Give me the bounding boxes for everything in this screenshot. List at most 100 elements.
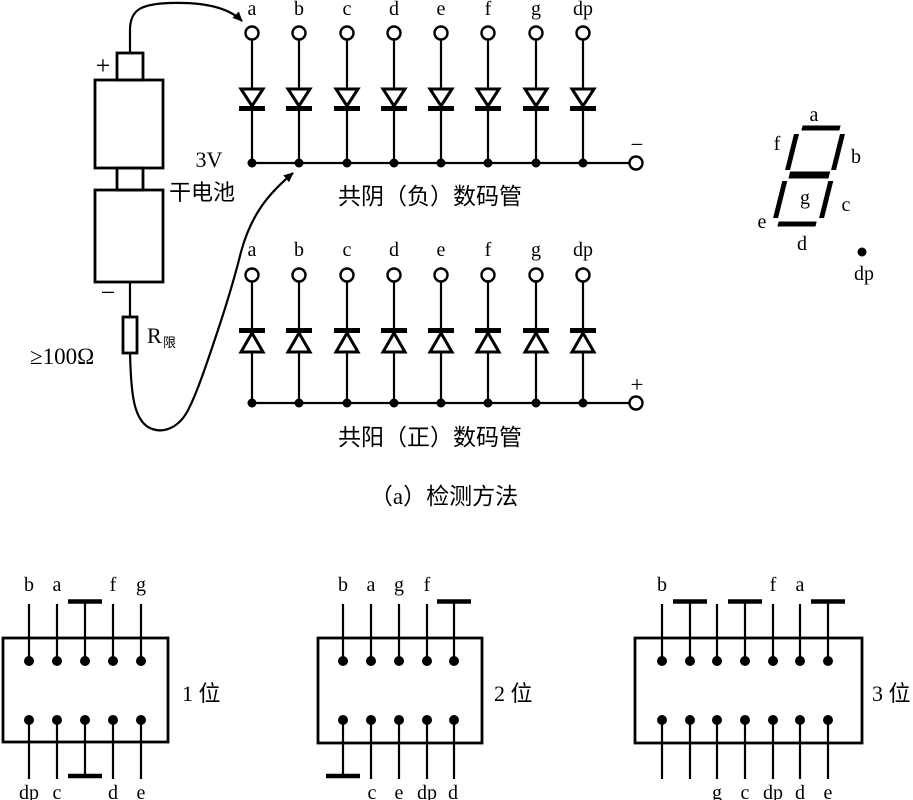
led-f bbox=[475, 269, 501, 408]
pin-label-e: e bbox=[137, 782, 146, 800]
common-cathode-caption: 共阴（负）数码管 bbox=[338, 184, 522, 209]
led-c bbox=[334, 269, 360, 408]
pin bbox=[134, 602, 148, 668]
pin-label-dp: dp bbox=[573, 0, 593, 20]
led-b bbox=[286, 27, 312, 168]
caption-a: （a）检测方法 bbox=[370, 484, 518, 509]
led-b bbox=[286, 269, 312, 408]
pin-label-g: g bbox=[394, 574, 404, 596]
common-pin bbox=[68, 602, 102, 667]
package-2-digit: b a g f c e dp d 2 位 bbox=[316, 574, 533, 800]
common-pin bbox=[326, 715, 360, 776]
pin-label-a: a bbox=[248, 239, 257, 261]
pin-label-e: e bbox=[824, 782, 833, 800]
segment-label-e: e bbox=[758, 211, 767, 233]
segment-c bbox=[819, 181, 834, 218]
battery-plus-label: + bbox=[96, 51, 111, 80]
pin-label-dp: dp bbox=[19, 782, 39, 800]
pin bbox=[655, 602, 669, 668]
pin bbox=[392, 602, 406, 668]
pin bbox=[336, 602, 350, 668]
pin bbox=[655, 713, 669, 781]
pin-label-dp: dp bbox=[763, 782, 783, 800]
pin bbox=[683, 713, 697, 781]
pin bbox=[766, 602, 780, 668]
negative-probe-wire bbox=[128, 172, 294, 432]
resistor-subscript: 限 bbox=[163, 335, 176, 350]
segment-e bbox=[773, 181, 788, 218]
battery-name: 干电池 bbox=[169, 180, 235, 205]
package-3-digit: b f a g c dp d e 3 位 bbox=[633, 574, 911, 800]
pin bbox=[392, 713, 406, 781]
resistor-body bbox=[121, 315, 139, 355]
package-name: 2 位 bbox=[494, 681, 533, 706]
common-pin bbox=[811, 602, 845, 667]
pin-label-a: a bbox=[796, 574, 805, 596]
common-pin bbox=[68, 715, 102, 776]
resistor-value: ≥100Ω bbox=[30, 344, 94, 369]
led-e bbox=[428, 269, 454, 408]
pin bbox=[793, 713, 807, 781]
pin-label-a: a bbox=[248, 0, 257, 20]
pin-label-d: d bbox=[389, 0, 399, 20]
pin-label-f: f bbox=[770, 574, 777, 596]
led-g bbox=[523, 269, 549, 408]
pin bbox=[134, 713, 148, 781]
segment-b bbox=[831, 134, 846, 170]
pin-label-d: d bbox=[795, 782, 805, 800]
battery-connector bbox=[115, 166, 145, 192]
pin bbox=[766, 713, 780, 781]
common-cathode-terminal-sign: − bbox=[631, 132, 644, 157]
pin-label-f: f bbox=[424, 574, 431, 596]
package-name: 1 位 bbox=[182, 681, 221, 706]
package-name: 3 位 bbox=[872, 681, 911, 706]
segment-label-c: c bbox=[842, 194, 851, 216]
led-a bbox=[239, 269, 265, 408]
segment-label-b: b bbox=[851, 146, 861, 168]
pin-label-g: g bbox=[531, 0, 541, 20]
pin-label-c: c bbox=[53, 782, 62, 800]
pin-label-c: c bbox=[368, 782, 377, 800]
pin bbox=[50, 602, 64, 668]
pin-label-f: f bbox=[110, 574, 117, 596]
pin bbox=[364, 602, 378, 668]
common-pin bbox=[673, 602, 707, 667]
pin-label-dp: dp bbox=[573, 239, 593, 261]
pin bbox=[447, 713, 461, 781]
pin-label-g: g bbox=[531, 239, 541, 261]
led-c bbox=[334, 27, 360, 168]
battery-voltage: 3V bbox=[196, 147, 223, 172]
segment-label-g: g bbox=[800, 187, 810, 209]
led-d bbox=[381, 269, 407, 408]
pin-label-c: c bbox=[343, 0, 352, 20]
segment-label-dp: dp bbox=[854, 263, 874, 285]
common-cathode-terminal bbox=[628, 155, 644, 171]
pin bbox=[420, 602, 434, 668]
pin-label-d: d bbox=[108, 782, 118, 800]
pin-label-b: b bbox=[657, 574, 667, 596]
led-dp bbox=[570, 27, 596, 168]
led-f bbox=[475, 27, 501, 168]
common-pin bbox=[728, 602, 762, 667]
package-body bbox=[633, 636, 864, 745]
pin-label-d: d bbox=[448, 782, 458, 800]
pin bbox=[22, 602, 36, 668]
package-1-digit: b a f g dp c d e 1 位 bbox=[1, 574, 221, 800]
segment-label-d: d bbox=[797, 233, 807, 255]
pin-label-g: g bbox=[136, 574, 146, 596]
resistor-symbol: R bbox=[147, 323, 162, 348]
led-d bbox=[381, 27, 407, 168]
pin bbox=[22, 713, 36, 781]
pin bbox=[710, 602, 724, 668]
pin-label-f: f bbox=[485, 0, 492, 20]
common-anode-terminal bbox=[628, 395, 644, 411]
common-anode-row: a b c d e f g dp + 共阳（正）数码管 bbox=[239, 239, 644, 450]
segments bbox=[773, 125, 846, 227]
common-anode-caption: 共阳（正）数码管 bbox=[338, 425, 522, 450]
battery: + − 3V 干电池 bbox=[93, 51, 235, 307]
segment-label-f: f bbox=[774, 133, 781, 155]
pin bbox=[821, 713, 835, 781]
common-pin bbox=[437, 602, 471, 667]
pin-label-a: a bbox=[367, 574, 376, 596]
